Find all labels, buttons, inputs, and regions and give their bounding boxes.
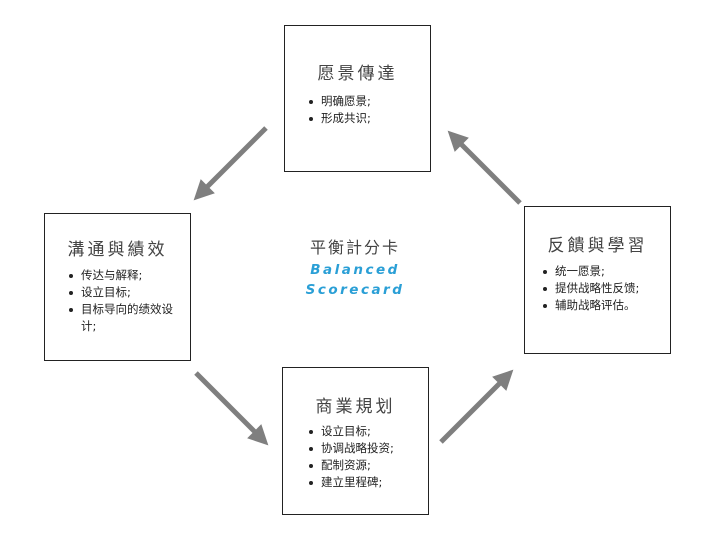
vision-box-title: 愿景傳達 <box>317 64 398 84</box>
list-item: 统一愿景; <box>543 263 639 280</box>
communication-box-title: 溝通與績效 <box>67 240 168 260</box>
arrow-communication-to-business <box>194 371 269 446</box>
communication-performance-box: 溝通與績效 传达与解释; 设立目标; 目标导向的绩效设计; <box>44 213 191 361</box>
arrow-vision-to-communication <box>193 126 268 201</box>
business-planning-box: 商業規划 设立目标; 协调战略投资; 配制资源; 建立里程碑; <box>282 367 429 515</box>
business-box-title: 商業規划 <box>315 397 396 417</box>
feedback-box-list: 统一愿景; 提供战略性反馈; 辅助战略评估。 <box>543 263 639 314</box>
list-item: 传达与解释; <box>69 267 174 284</box>
list-item: 形成共识; <box>309 110 371 127</box>
feedback-box-title: 反饋與學習 <box>547 236 648 256</box>
center-english-line2: Scorecard <box>305 282 405 298</box>
vision-box-list: 明确愿景; 形成共识; <box>309 93 371 127</box>
vision-communication-box: 愿景傳達 明确愿景; 形成共识; <box>284 25 431 172</box>
feedback-learning-box: 反饋與學習 统一愿景; 提供战略性反馈; 辅助战略评估。 <box>524 206 671 354</box>
center-title: 平衡計分卡 <box>309 238 400 257</box>
arrow-feedback-to-vision <box>447 130 522 205</box>
center-english-line1: Balanced <box>310 262 400 278</box>
arrow-business-to-feedback <box>439 369 514 444</box>
business-box-list: 设立目标; 协调战略投资; 配制资源; 建立里程碑; <box>309 423 394 491</box>
list-item: 明确愿景; <box>309 93 371 110</box>
list-item: 提供战略性反馈; <box>543 280 639 297</box>
list-item: 设立目标; <box>309 423 394 440</box>
list-item: 配制资源; <box>309 457 394 474</box>
list-item: 协调战略投资; <box>309 440 394 457</box>
list-item: 设立目标; <box>69 284 174 301</box>
communication-box-list: 传达与解释; 设立目标; 目标导向的绩效设计; <box>69 267 174 335</box>
list-item: 目标导向的绩效设计; <box>69 301 174 335</box>
list-item: 辅助战略评估。 <box>543 297 639 314</box>
list-item: 建立里程碑; <box>309 474 394 491</box>
